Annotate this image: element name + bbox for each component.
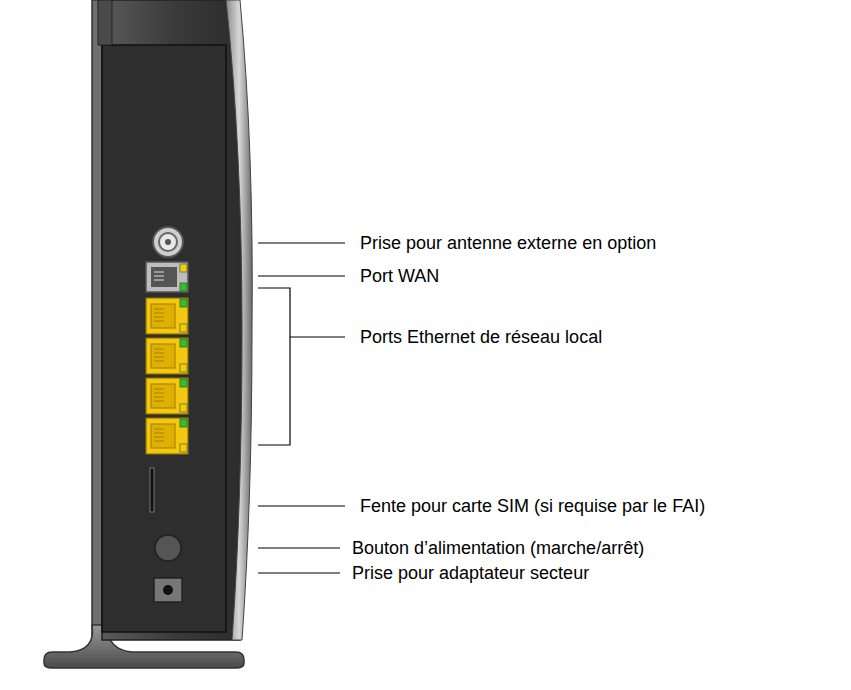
antenna-jack-inner (159, 233, 177, 251)
router-body (102, 0, 250, 640)
power-jack-hole (163, 585, 173, 595)
body-edge (226, 0, 252, 640)
leader-lines (258, 243, 345, 573)
lan-ports (146, 298, 188, 454)
callout-label: Fente pour carte SIM (si requise par le … (360, 495, 705, 517)
callout-label: Bouton d’alimentation (marche/arrêt) (352, 537, 644, 559)
antenna-jack (153, 227, 183, 257)
wan-port (146, 262, 188, 292)
antenna-pin (165, 239, 171, 245)
lan-port (146, 378, 188, 414)
back-panel (102, 45, 226, 632)
callout-label: Prise pour antenne externe en option (360, 232, 656, 254)
callout-label: Ports Ethernet de réseau local (360, 326, 602, 348)
lan-port (146, 298, 188, 334)
panel-top (98, 0, 112, 45)
lan-port (146, 338, 188, 374)
callout-label: Prise pour adaptateur secteur (352, 562, 589, 584)
sim-slot (150, 468, 154, 512)
power-button (155, 535, 181, 561)
callout-label: Port WAN (360, 265, 439, 287)
power-jack (154, 578, 182, 602)
lan-port (146, 418, 188, 454)
